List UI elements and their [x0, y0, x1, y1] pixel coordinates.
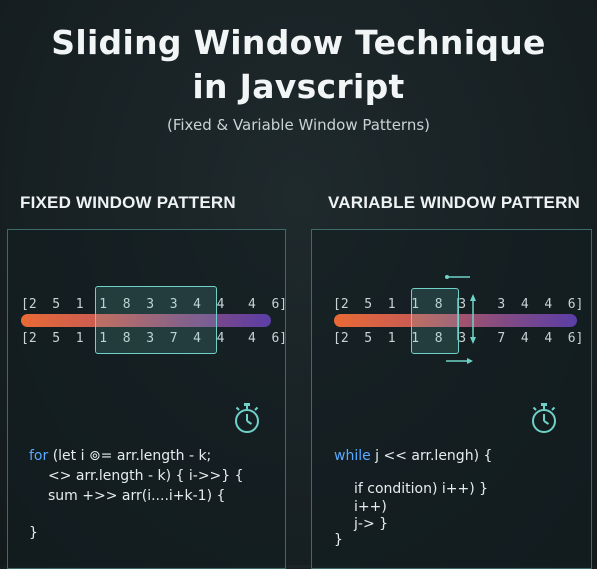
variable-window-heading: VARIABLE WINDOW PATTERN [328, 193, 581, 212]
fixed-window-panel [7, 229, 286, 569]
fixed-window-heading: FIXED WINDOW PATTERN [20, 193, 236, 212]
fixed-code-keyword: for [29, 448, 49, 464]
stopwatch-icon [235, 403, 259, 433]
fixed-array-top-row: [2 5 1 1 8 3 3 4 4 4 6] [21, 297, 288, 312]
right-arrow-icon [467, 358, 473, 364]
variable-code-line-4: j-> } [354, 516, 389, 532]
variable-code-line-1-rest: j << arr.lengh) { [370, 448, 493, 464]
variable-array-top-row: [2 5 1 1 8 3 3 4 4 6] [333, 297, 584, 312]
page-subtitle: (Fixed & Variable Window Patterns) [167, 116, 430, 134]
fixed-code-line-2: <> arr.length - k) { i->>} { [48, 468, 244, 484]
fixed-gradient-bar [21, 314, 271, 327]
fixed-array-bottom-row: [2 5 1 1 8 3 7 4 4 4 6] [21, 331, 288, 346]
page-title-line-1: Sliding Window Technique [51, 23, 546, 62]
fixed-code-line-3: sum +>> arr(i....i+k-1) { [48, 488, 226, 504]
variable-gradient-bar [334, 314, 577, 327]
fixed-window-highlight [95, 286, 217, 354]
variable-code-line-5: } [334, 532, 343, 548]
variable-code-keyword: while [334, 448, 371, 464]
variable-window-highlight [411, 288, 459, 354]
variable-window-panel [311, 229, 592, 569]
variable-array-bottom-row: [2 5 1 1 8 3 7 4 4 6] [333, 331, 584, 346]
variable-code-line-2: if condition) i++) } [354, 481, 489, 497]
stopwatch-icon [532, 403, 556, 433]
page-title-line-2: in Javscript [192, 67, 405, 106]
fixed-code-line-1-rest: (let i ⊚= arr.length - k; [48, 448, 212, 464]
fixed-code-line-4: } [29, 525, 38, 541]
up-arrow-icon [470, 294, 476, 301]
variable-code-line-1: while j << arr.lengh) { [334, 447, 492, 466]
variable-code-line-3: i++) [354, 499, 387, 515]
fixed-code-line-1: for (let i ⊚= arr.length - k; [29, 447, 211, 466]
down-arrow-icon [470, 337, 476, 344]
window-arrows [445, 275, 476, 364]
